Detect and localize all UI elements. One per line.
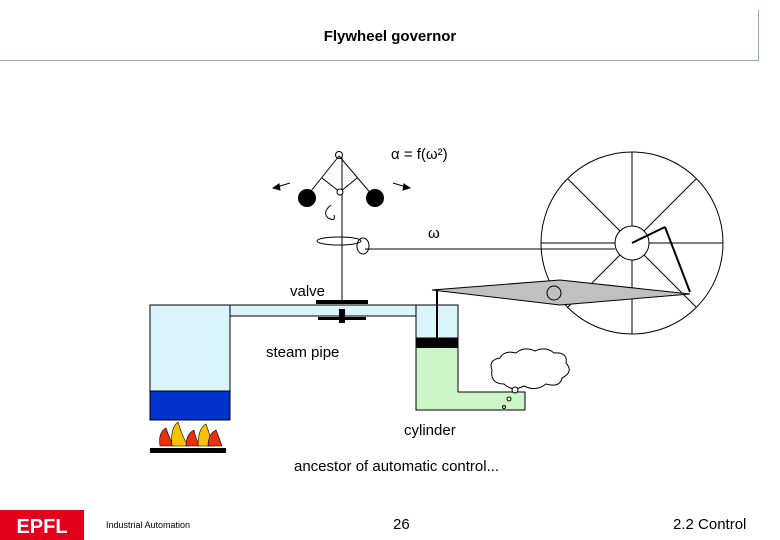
flyball-left [298, 189, 316, 207]
omega-label: ω [428, 225, 440, 242]
fire [150, 421, 226, 453]
cylinder-label: cylinder [404, 422, 456, 439]
page-number: 26 [393, 516, 410, 533]
section-label: 2.2 Control [673, 516, 747, 533]
flyball-right [366, 189, 384, 207]
steam-pipe-label: steam pipe [266, 344, 340, 361]
svg-text:EPFL: EPFL [16, 516, 67, 538]
crank [631, 226, 691, 293]
epfl-logo: EPFL [0, 510, 84, 540]
steam-puffs [502, 386, 519, 409]
boiler-water [149, 390, 231, 421]
alpha-formula-label: α = f(ω²) [391, 146, 448, 163]
caption: ancestor of automatic control... [294, 458, 500, 475]
steam-cloud [490, 348, 570, 390]
valve [316, 300, 368, 323]
title-bar [0, 10, 759, 61]
piston [416, 338, 458, 348]
page-title: Flywheel governor [323, 28, 457, 45]
steam-pipe [229, 304, 417, 317]
lever-pivot [546, 285, 562, 301]
outward-arrows [271, 182, 412, 191]
valve-label: valve [290, 283, 326, 300]
governor [306, 151, 374, 300]
course-name: Industrial Automation [106, 520, 191, 530]
boiler-steam [149, 304, 231, 392]
